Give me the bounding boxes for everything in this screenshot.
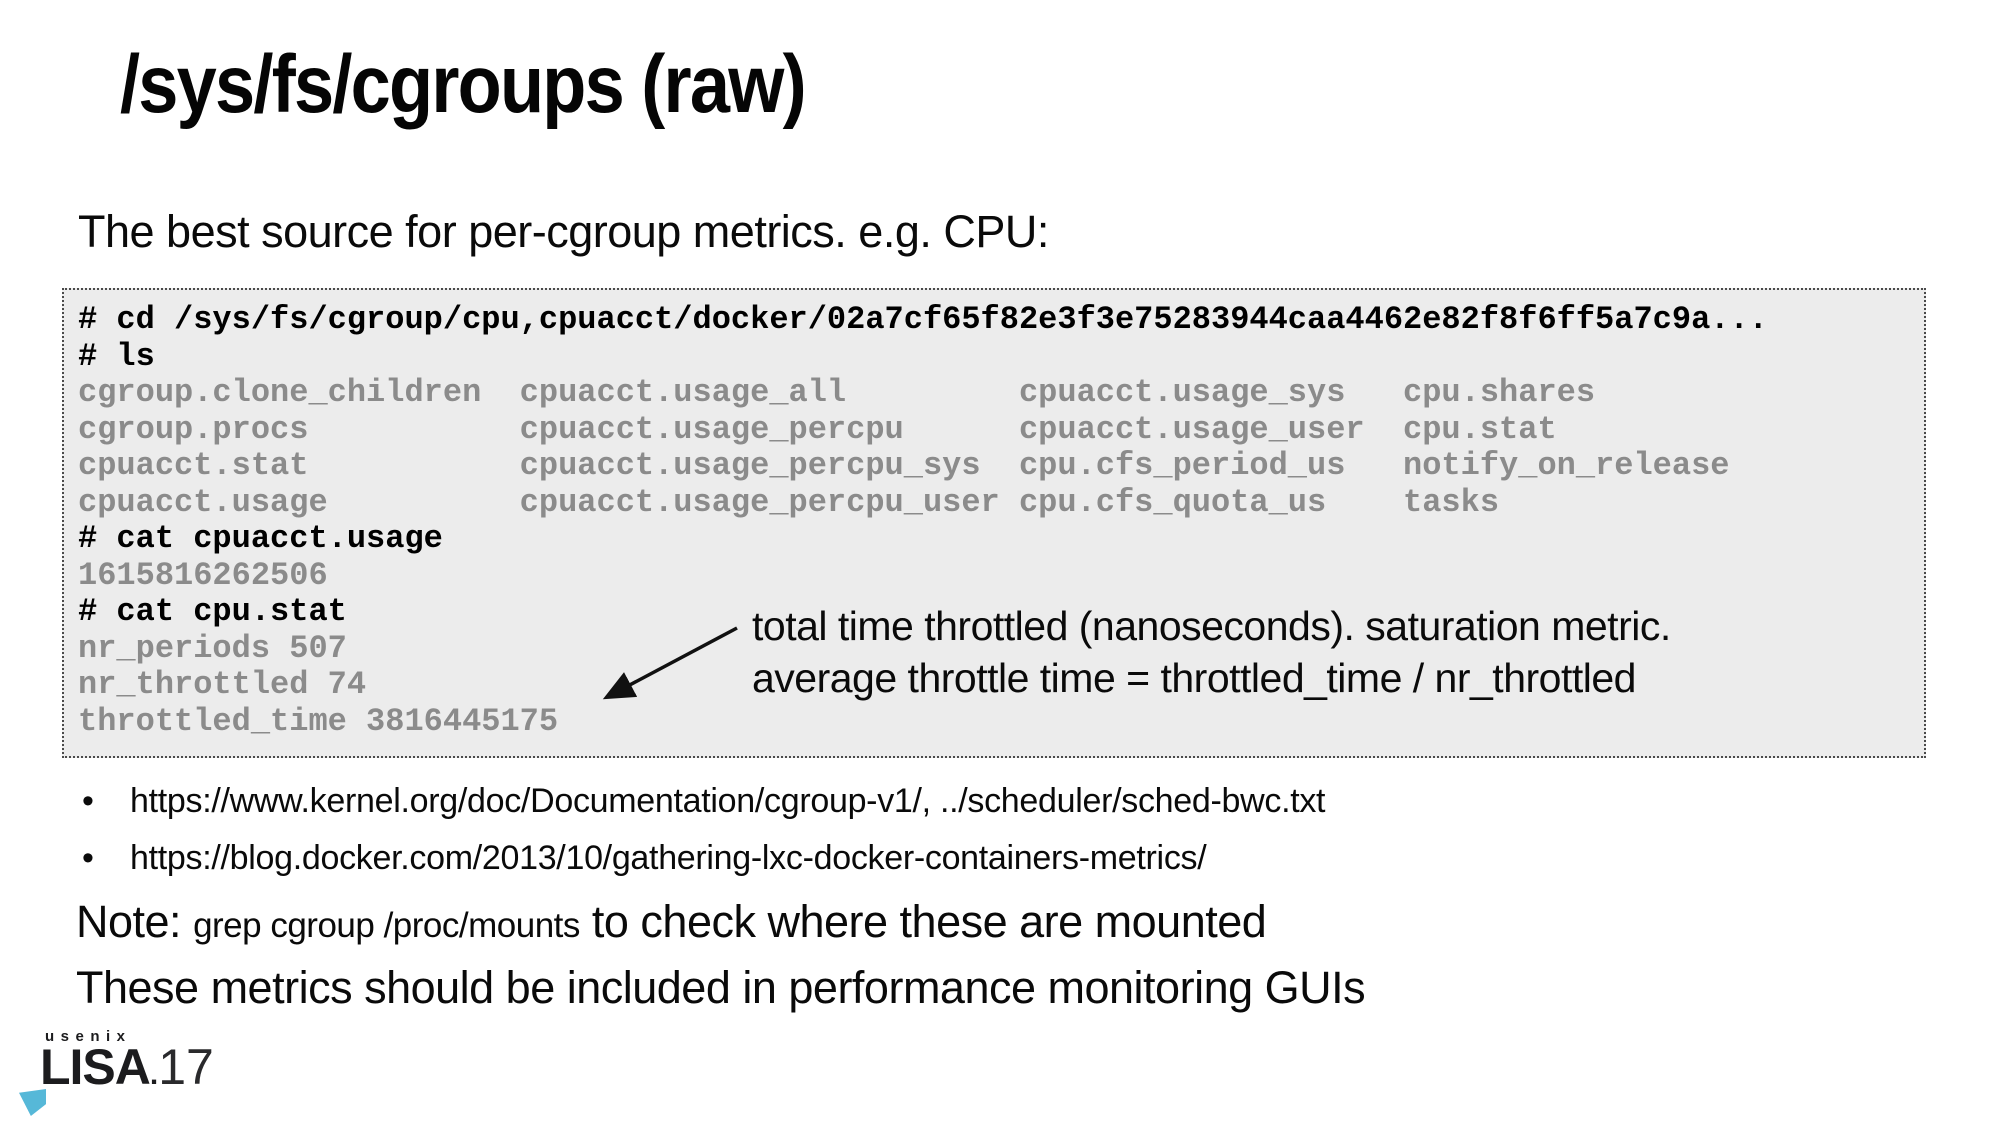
note-suffix: to check where these are mounted [579, 896, 1267, 947]
terminal-throttled-time: throttled_time 3816445175 [78, 702, 559, 740]
terminal-ls-row: cpuacct.usage cpuacct.usage_percpu_user … [78, 483, 1500, 521]
inline-command: grep cgroup /proc/mounts [193, 906, 580, 945]
terminal-command-cat-cpu-stat: # cat cpu.stat [78, 593, 347, 630]
lisa17-logo: LISA.17 [40, 1042, 214, 1100]
link-kernel-docs[interactable]: https://www.kernel.org/doc/Documentation… [82, 781, 1326, 821]
terminal-cpuacct-usage-value: 1615816262506 [78, 556, 328, 594]
terminal-ls-row: cgroup.procs cpuacct.usage_percpu cpuacc… [78, 410, 1557, 448]
terminal-command-cat-cpuacct-usage: # cat cpuacct.usage [78, 520, 443, 557]
lisa-logo-text: LISA [40, 1039, 151, 1095]
page-title: /sys/fs/cgroups (raw) [120, 39, 807, 130]
annotation-arrow-icon [602, 626, 738, 700]
subtitle: The best source for per-cgroup metrics. … [78, 206, 1049, 257]
link-docker-blog[interactable]: https://blog.docker.com/2013/10/gatherin… [82, 838, 1325, 878]
terminal-nr-periods: nr_periods 507 [78, 629, 347, 667]
usenix-wordmark: usenix [45, 1028, 132, 1045]
lisa-logo-year: 17 [158, 1039, 214, 1095]
annotation-line-1: total time throttled (nanoseconds). satu… [752, 603, 1671, 649]
terminal-nr-throttled: nr_throttled 74 [78, 666, 367, 703]
terminal-ls-row: cpuacct.stat cpuacct.usage_percpu_sys cp… [78, 447, 1730, 484]
lisa-logo-dot: . [149, 1058, 159, 1091]
reference-links: https://www.kernel.org/doc/Documentation… [82, 781, 1326, 895]
note-line: Note: grep cgroup /proc/mounts to check … [76, 896, 1267, 948]
terminal-ls-row: cgroup.clone_children cpuacct.usage_all … [78, 374, 1596, 411]
annotation-callout: total time throttled (nanoseconds). satu… [752, 600, 1671, 704]
lisa-arrow-mark-icon [19, 1089, 46, 1116]
terminal-command-cd: # cd /sys/fs/cgroup/cpu,cpuacct/docker/0… [78, 301, 1768, 338]
terminal-command-ls: # ls [78, 337, 155, 375]
annotation-line-2: average throttle time = throttled_time /… [752, 655, 1636, 701]
closing-statement: These metrics should be included in perf… [76, 962, 1366, 1013]
terminal-output-box: # cd /sys/fs/cgroup/cpu,cpuacct/docker/0… [62, 288, 1926, 758]
note-prefix: Note: [76, 896, 194, 947]
